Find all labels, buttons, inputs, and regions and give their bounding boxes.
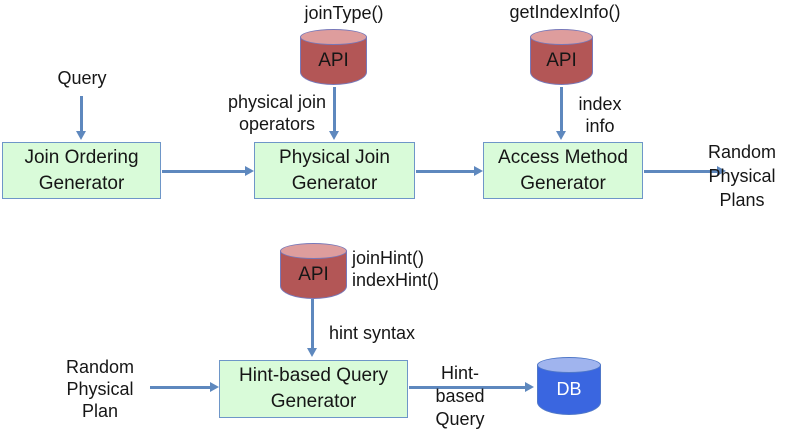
- api-label: API: [318, 49, 349, 71]
- index-info-label: index info: [578, 94, 622, 136]
- access-method-generator-box: Access Method Generator: [483, 142, 643, 199]
- cylinder-body: API: [530, 37, 593, 85]
- query-label: Query: [57, 68, 107, 88]
- cylinder-body: DB: [537, 365, 601, 415]
- join-hint-index-hint-label: joinHint() indexHint(): [352, 248, 440, 290]
- arrow-physical-join-to-access-method: [416, 170, 474, 173]
- random-physical-plans-label: Random Physical Plans: [707, 142, 777, 210]
- arrow-join-ordering-to-physical-join: [162, 170, 245, 173]
- join-type-label: joinType(): [304, 3, 384, 23]
- get-index-info-label: getIndexInfo(): [509, 2, 621, 22]
- arrow-plan-to-hint-based-generator: [150, 386, 210, 389]
- join-ordering-generator-box: Join Ordering Generator: [2, 142, 161, 199]
- hint-based-query-label: Hint- based Query: [435, 363, 485, 429]
- cylinder-body: API: [280, 251, 347, 299]
- api-database-icon: API: [300, 29, 367, 85]
- arrow-api-to-hint-based-generator: [311, 299, 314, 349]
- hint-syntax-label: hint syntax: [328, 323, 416, 343]
- db-database-icon: DB: [537, 357, 601, 415]
- api-database-icon: API: [530, 29, 593, 85]
- cylinder-top: [537, 357, 601, 373]
- db-label: DB: [556, 379, 582, 399]
- random-physical-plan-label: Random Physical Plan: [65, 357, 135, 421]
- arrow-api-to-access-method: [560, 87, 563, 132]
- physical-join-operators-label: physical join operators: [227, 92, 327, 134]
- cylinder-top: [530, 29, 593, 45]
- api-label: API: [298, 263, 329, 285]
- arrow-api-to-physical-join: [333, 87, 336, 132]
- cylinder-body: API: [300, 37, 367, 85]
- arrow-access-method-to-plans: [644, 170, 717, 173]
- api-database-icon: API: [280, 243, 347, 299]
- cylinder-top: [300, 29, 367, 45]
- arrow-query-to-join-ordering: [80, 96, 83, 132]
- cylinder-top: [280, 243, 347, 259]
- arrow-generator-to-db: [409, 386, 525, 389]
- hint-based-query-generator-box: Hint-based Query Generator: [219, 360, 408, 418]
- physical-join-generator-box: Physical Join Generator: [254, 142, 415, 199]
- api-label: API: [546, 49, 577, 71]
